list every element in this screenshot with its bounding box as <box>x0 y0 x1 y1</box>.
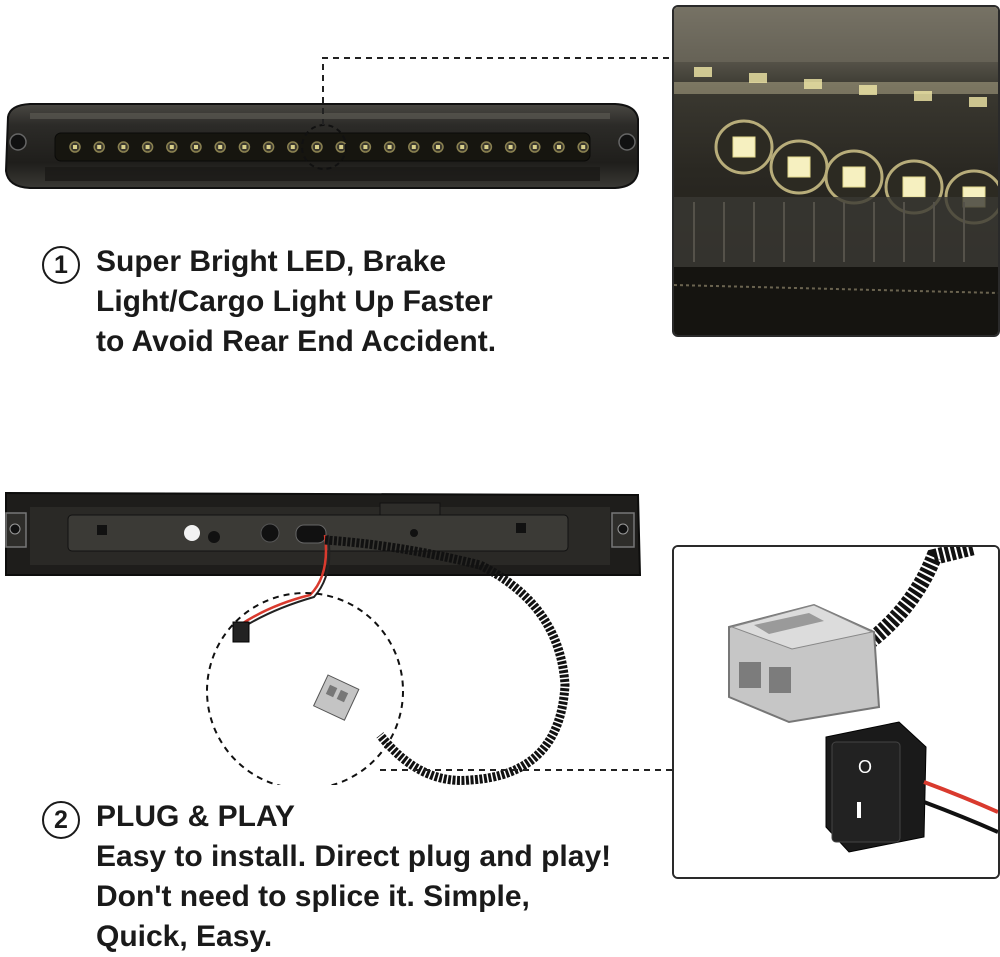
connector-plug-icon <box>728 603 881 724</box>
zoom-led-small <box>969 97 987 107</box>
led-chip <box>315 145 319 149</box>
svg-text:O: O <box>858 757 872 777</box>
feature-2-number: 2 <box>42 801 80 839</box>
feature-2-line-4: Quick, Easy. <box>96 920 273 953</box>
led-chip <box>145 145 150 149</box>
zoom-led-small <box>914 91 932 101</box>
led-chip <box>508 145 513 149</box>
feature-1-line-2: Light/Cargo Light Up Faster <box>96 285 493 318</box>
led-closeup-image <box>672 5 1000 337</box>
led-chip <box>363 145 368 149</box>
feature-2-line-3: Don't need to splice it. Simple, <box>96 880 530 913</box>
led-chip <box>97 145 102 149</box>
led-chip <box>169 145 174 149</box>
feature-2-line-2: Easy to install. Direct plug and play! <box>96 840 612 873</box>
led-chip <box>73 145 77 149</box>
led-row <box>69 141 589 153</box>
feature-1-line-1: Super Bright LED, Brake <box>96 245 447 278</box>
feature-1-text: Super Bright LED, Brake Light/Cargo Ligh… <box>96 242 496 362</box>
rocker-switch-icon: O <box>825 721 998 853</box>
led-light-bar-image <box>4 103 639 189</box>
led-chip <box>581 145 586 149</box>
zoom-led-small <box>749 73 767 83</box>
led-chip <box>557 145 561 149</box>
led-chip <box>218 145 223 149</box>
led-chip <box>436 145 440 149</box>
led-chip <box>290 145 295 149</box>
callout-line-2 <box>380 769 672 771</box>
zoom-led-chip <box>902 176 926 198</box>
led-chip <box>121 145 126 149</box>
led-chip <box>484 145 489 149</box>
led-chip <box>460 145 465 149</box>
zoom-led-chip <box>842 166 866 188</box>
led-chip <box>194 145 198 149</box>
led-chip <box>242 145 247 149</box>
light-bar-back-image <box>5 491 642 785</box>
led-chip <box>532 145 537 149</box>
zoom-led-chip <box>732 136 756 158</box>
led-chip <box>387 145 392 149</box>
led-chip <box>411 145 416 149</box>
led-chip <box>266 145 271 149</box>
feature-1-number: 1 <box>42 246 80 284</box>
zoom-led-small <box>859 85 877 95</box>
zoom-led-small <box>804 79 822 89</box>
zoom-led-small <box>694 67 712 77</box>
zoom-led-chip <box>787 156 811 178</box>
feature-2-line-1: PLUG & PLAY <box>96 800 295 833</box>
connector-switch-closeup-image: O <box>672 545 1000 879</box>
callout-line-1 <box>322 57 675 125</box>
led-chip <box>339 145 344 149</box>
feature-1-line-3: to Avoid Rear End Accident. <box>96 325 497 358</box>
feature-2-text: PLUG & PLAY Easy to install. Direct plug… <box>96 797 611 957</box>
